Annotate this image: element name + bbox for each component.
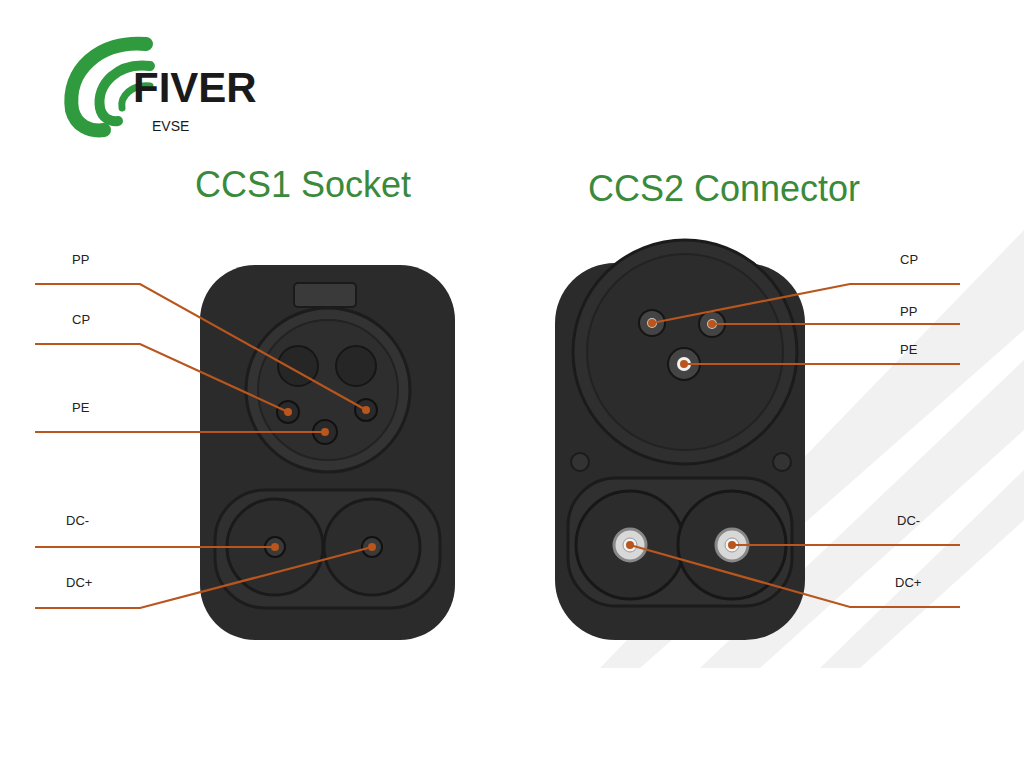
leader-line	[35, 431, 325, 433]
leader-line	[684, 363, 960, 365]
stripe	[820, 470, 1024, 668]
pin-label: PP	[900, 305, 917, 320]
leader-dot	[284, 408, 292, 416]
leader-lines	[35, 284, 960, 608]
dc-pin-contact	[623, 538, 637, 552]
cp-pin	[639, 310, 665, 336]
cp-pin	[277, 401, 299, 423]
leader-dot	[362, 406, 370, 414]
leader-line	[35, 284, 366, 410]
leader-line	[712, 323, 960, 325]
pin-label: PP	[72, 253, 89, 268]
panel-heading: CCS1 Socket	[195, 164, 411, 205]
leader-dot	[648, 319, 656, 327]
leader-dot	[368, 543, 376, 551]
dc-inlet-frame	[215, 490, 440, 608]
cp-pin-contact	[647, 318, 657, 328]
leader-dots	[271, 319, 736, 551]
brand-subtitle: EVSE	[152, 118, 189, 134]
pp-pin-contact	[707, 319, 717, 329]
leader-line	[732, 544, 960, 546]
ac-face	[573, 240, 797, 464]
pin-label: DC+	[895, 576, 921, 591]
pin-label: DC+	[66, 576, 92, 591]
leader-line	[35, 546, 275, 548]
pin-label: CP	[72, 313, 90, 328]
leader-dot	[728, 541, 736, 549]
leader-dot	[680, 360, 688, 368]
dc-pin	[362, 537, 382, 557]
pin-label: DC-	[897, 514, 920, 529]
dc-frame	[568, 478, 792, 606]
panel-heading: CCS2 Connector	[588, 168, 860, 209]
pp-pin	[355, 399, 377, 421]
brand-name: FIVER	[133, 64, 257, 112]
leader-dot	[321, 428, 329, 436]
socket-housing	[200, 265, 455, 640]
dc-pin	[614, 529, 646, 561]
latch-tab	[294, 283, 356, 307]
leader-line	[630, 545, 960, 607]
dc-socket	[324, 499, 420, 595]
ac-face-inner	[587, 254, 783, 450]
ac-hole	[336, 346, 376, 386]
pin-label: CP	[900, 253, 918, 268]
pin-label: PE	[72, 401, 89, 416]
leader-dot	[271, 543, 279, 551]
leader-dot	[708, 320, 716, 328]
dc-socket	[576, 491, 684, 599]
leader-line	[35, 547, 372, 608]
leader-line	[652, 284, 960, 323]
pin-label: DC-	[66, 514, 89, 529]
guide-hole	[571, 453, 589, 471]
guide-hole	[773, 453, 791, 471]
pin-label: PE	[900, 343, 917, 358]
ccs1-socket	[200, 265, 455, 640]
leader-dot	[626, 541, 634, 549]
